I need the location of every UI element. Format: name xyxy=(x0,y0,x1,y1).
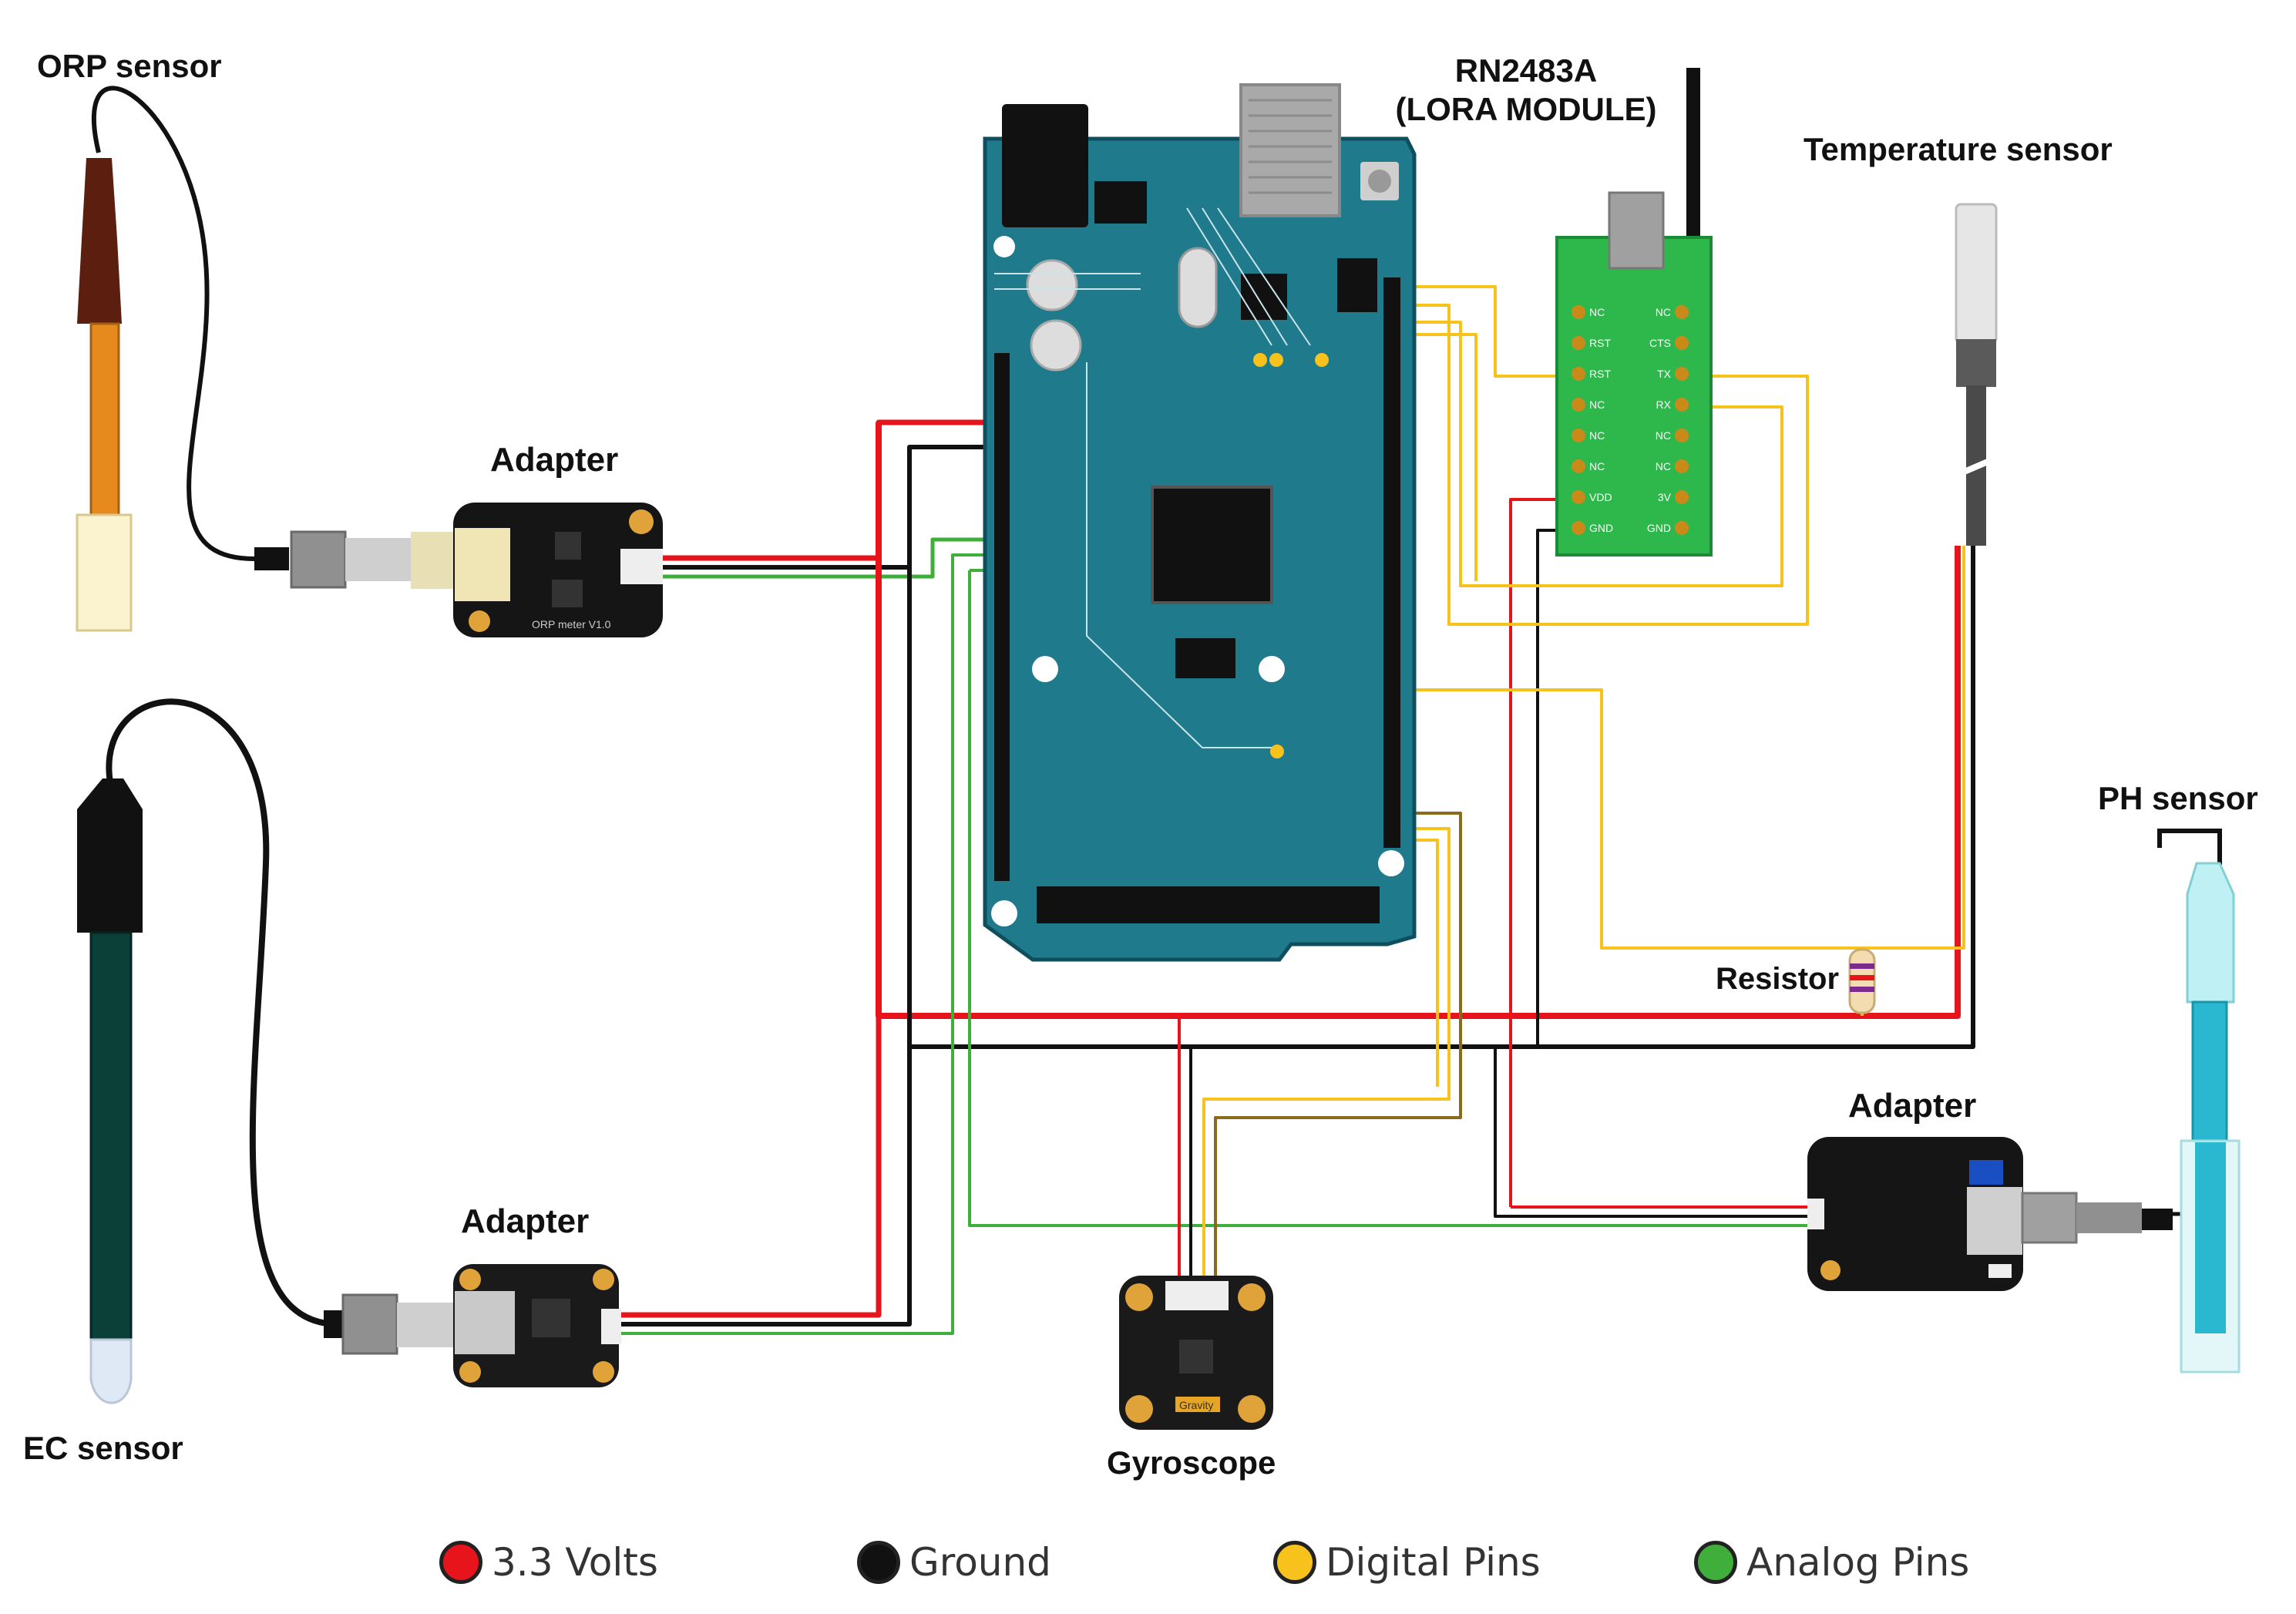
orp-sensor-label: ORP sensor xyxy=(37,48,222,84)
power-rail xyxy=(876,422,1961,1019)
ec-adapter-label: Adapter xyxy=(461,1202,590,1240)
gyro-wires xyxy=(1178,812,1462,1279)
lora-pin xyxy=(1675,367,1689,381)
resistor-label: Resistor xyxy=(1716,962,1840,996)
lora-pin xyxy=(1572,398,1585,412)
legend-label: 3.3 Volts xyxy=(492,1540,658,1585)
legend-swatch xyxy=(1273,1541,1316,1584)
legend-item-digital: Digital Pins xyxy=(1273,1540,1541,1585)
lora-pin-label: NC xyxy=(1656,460,1671,472)
resistor xyxy=(1848,948,1876,1014)
lora-pin xyxy=(1572,336,1585,350)
legend-item-analog: Analog Pins xyxy=(1694,1540,1969,1585)
lora-pin xyxy=(1675,490,1689,504)
temperature-sensor xyxy=(1948,203,2005,546)
gyro-board-silkscreen: Gravity xyxy=(1179,1399,1213,1411)
ground-rail xyxy=(907,447,1975,1049)
lora-pin-labels: NC RST RST NC NC NC VDD GND NC CTS TX RX NC NC 3V GND xyxy=(1572,305,1689,535)
legend-swatch xyxy=(1694,1541,1737,1584)
lora-pin xyxy=(1675,305,1689,319)
ph-wires xyxy=(968,498,1811,1227)
temperature-digital-wire xyxy=(1403,546,1965,950)
gyroscope-module xyxy=(1119,1276,1273,1430)
lora-pin-label: RX xyxy=(1656,398,1672,411)
orp-adapter xyxy=(453,503,663,637)
lora-pin xyxy=(1572,490,1585,504)
ph-adapter xyxy=(1807,1137,2173,1291)
legend-item-power: 3.3 Volts xyxy=(439,1540,658,1585)
temperature-sensor-label: Temperature sensor xyxy=(1804,131,2113,167)
legend-label: Digital Pins xyxy=(1326,1540,1541,1585)
capacitor xyxy=(1026,259,1078,311)
lora-digital-wires xyxy=(1403,285,1809,626)
lora-pin-label: NC xyxy=(1589,306,1605,318)
lora-pin-label: NC xyxy=(1656,429,1671,442)
lora-pin xyxy=(1572,367,1585,381)
lora-pin-label: NC xyxy=(1656,306,1671,318)
ec-adapter xyxy=(453,1264,621,1387)
legend-item-ground: Ground xyxy=(857,1540,1051,1585)
lora-pin-label: NC xyxy=(1589,429,1605,442)
orp-board-silkscreen: ORP meter V1.0 xyxy=(532,618,611,630)
lora-pin xyxy=(1572,429,1585,442)
legend-label: Analog Pins xyxy=(1746,1540,1970,1585)
orp-wires xyxy=(663,419,1002,579)
microcontroller-chip xyxy=(1151,486,1273,604)
icsp-header xyxy=(1337,258,1377,312)
voltage-regulator xyxy=(1094,181,1147,224)
lora-pin-label: GND xyxy=(1647,522,1671,534)
lora-pin xyxy=(1572,459,1585,473)
right-pin-header xyxy=(1383,277,1400,848)
lora-pin xyxy=(1675,336,1689,350)
gyroscope-label: Gyroscope xyxy=(1107,1444,1276,1481)
lora-pin-label: 3V xyxy=(1658,491,1672,503)
lora-pin xyxy=(1675,459,1689,473)
lora-pin-label: CTS xyxy=(1649,337,1671,349)
ec-sensor xyxy=(77,698,455,1404)
usb-chip xyxy=(1241,274,1287,320)
lora-module-title: RN2483A xyxy=(1454,52,1598,89)
usb-port xyxy=(1239,83,1341,217)
icsp-header xyxy=(1175,638,1235,678)
lora-pin-label: RST xyxy=(1589,368,1611,380)
lora-pin-label: GND xyxy=(1589,522,1613,534)
lora-pin xyxy=(1572,305,1585,319)
bottom-pin-header xyxy=(1037,886,1380,923)
ec-wires xyxy=(617,553,1002,1335)
capacitor xyxy=(1030,319,1082,372)
legend-swatch xyxy=(439,1541,482,1584)
legend-label: Ground xyxy=(909,1540,1051,1585)
lora-pin-label: NC xyxy=(1589,398,1605,411)
power-jack xyxy=(1002,104,1088,227)
orp-adapter-label: Adapter xyxy=(490,441,619,479)
lora-pin-label: NC xyxy=(1589,460,1605,472)
lora-pin-label: TX xyxy=(1657,368,1672,380)
lora-ground-wire xyxy=(1536,529,1578,1047)
ph-sensor-label: PH sensor xyxy=(2098,780,2258,816)
lora-pin-label: RST xyxy=(1589,337,1611,349)
lora-pin xyxy=(1675,398,1689,412)
legend-swatch xyxy=(857,1541,900,1584)
left-pin-header xyxy=(994,353,1010,881)
lora-pin-label: VDD xyxy=(1589,491,1612,503)
crystal xyxy=(1178,247,1218,328)
ph-sensor xyxy=(2157,829,2241,1374)
arduino-mega-board xyxy=(983,83,1417,962)
lora-pin xyxy=(1675,429,1689,442)
lora-pin xyxy=(1675,521,1689,535)
orp-sensor xyxy=(76,86,457,632)
ph-adapter-label: Adapter xyxy=(1848,1087,1977,1125)
ec-sensor-label: EC sensor xyxy=(23,1430,183,1466)
lora-pin xyxy=(1572,521,1585,535)
lora-module-subtitle: (LORA MODULE) xyxy=(1395,91,1657,127)
